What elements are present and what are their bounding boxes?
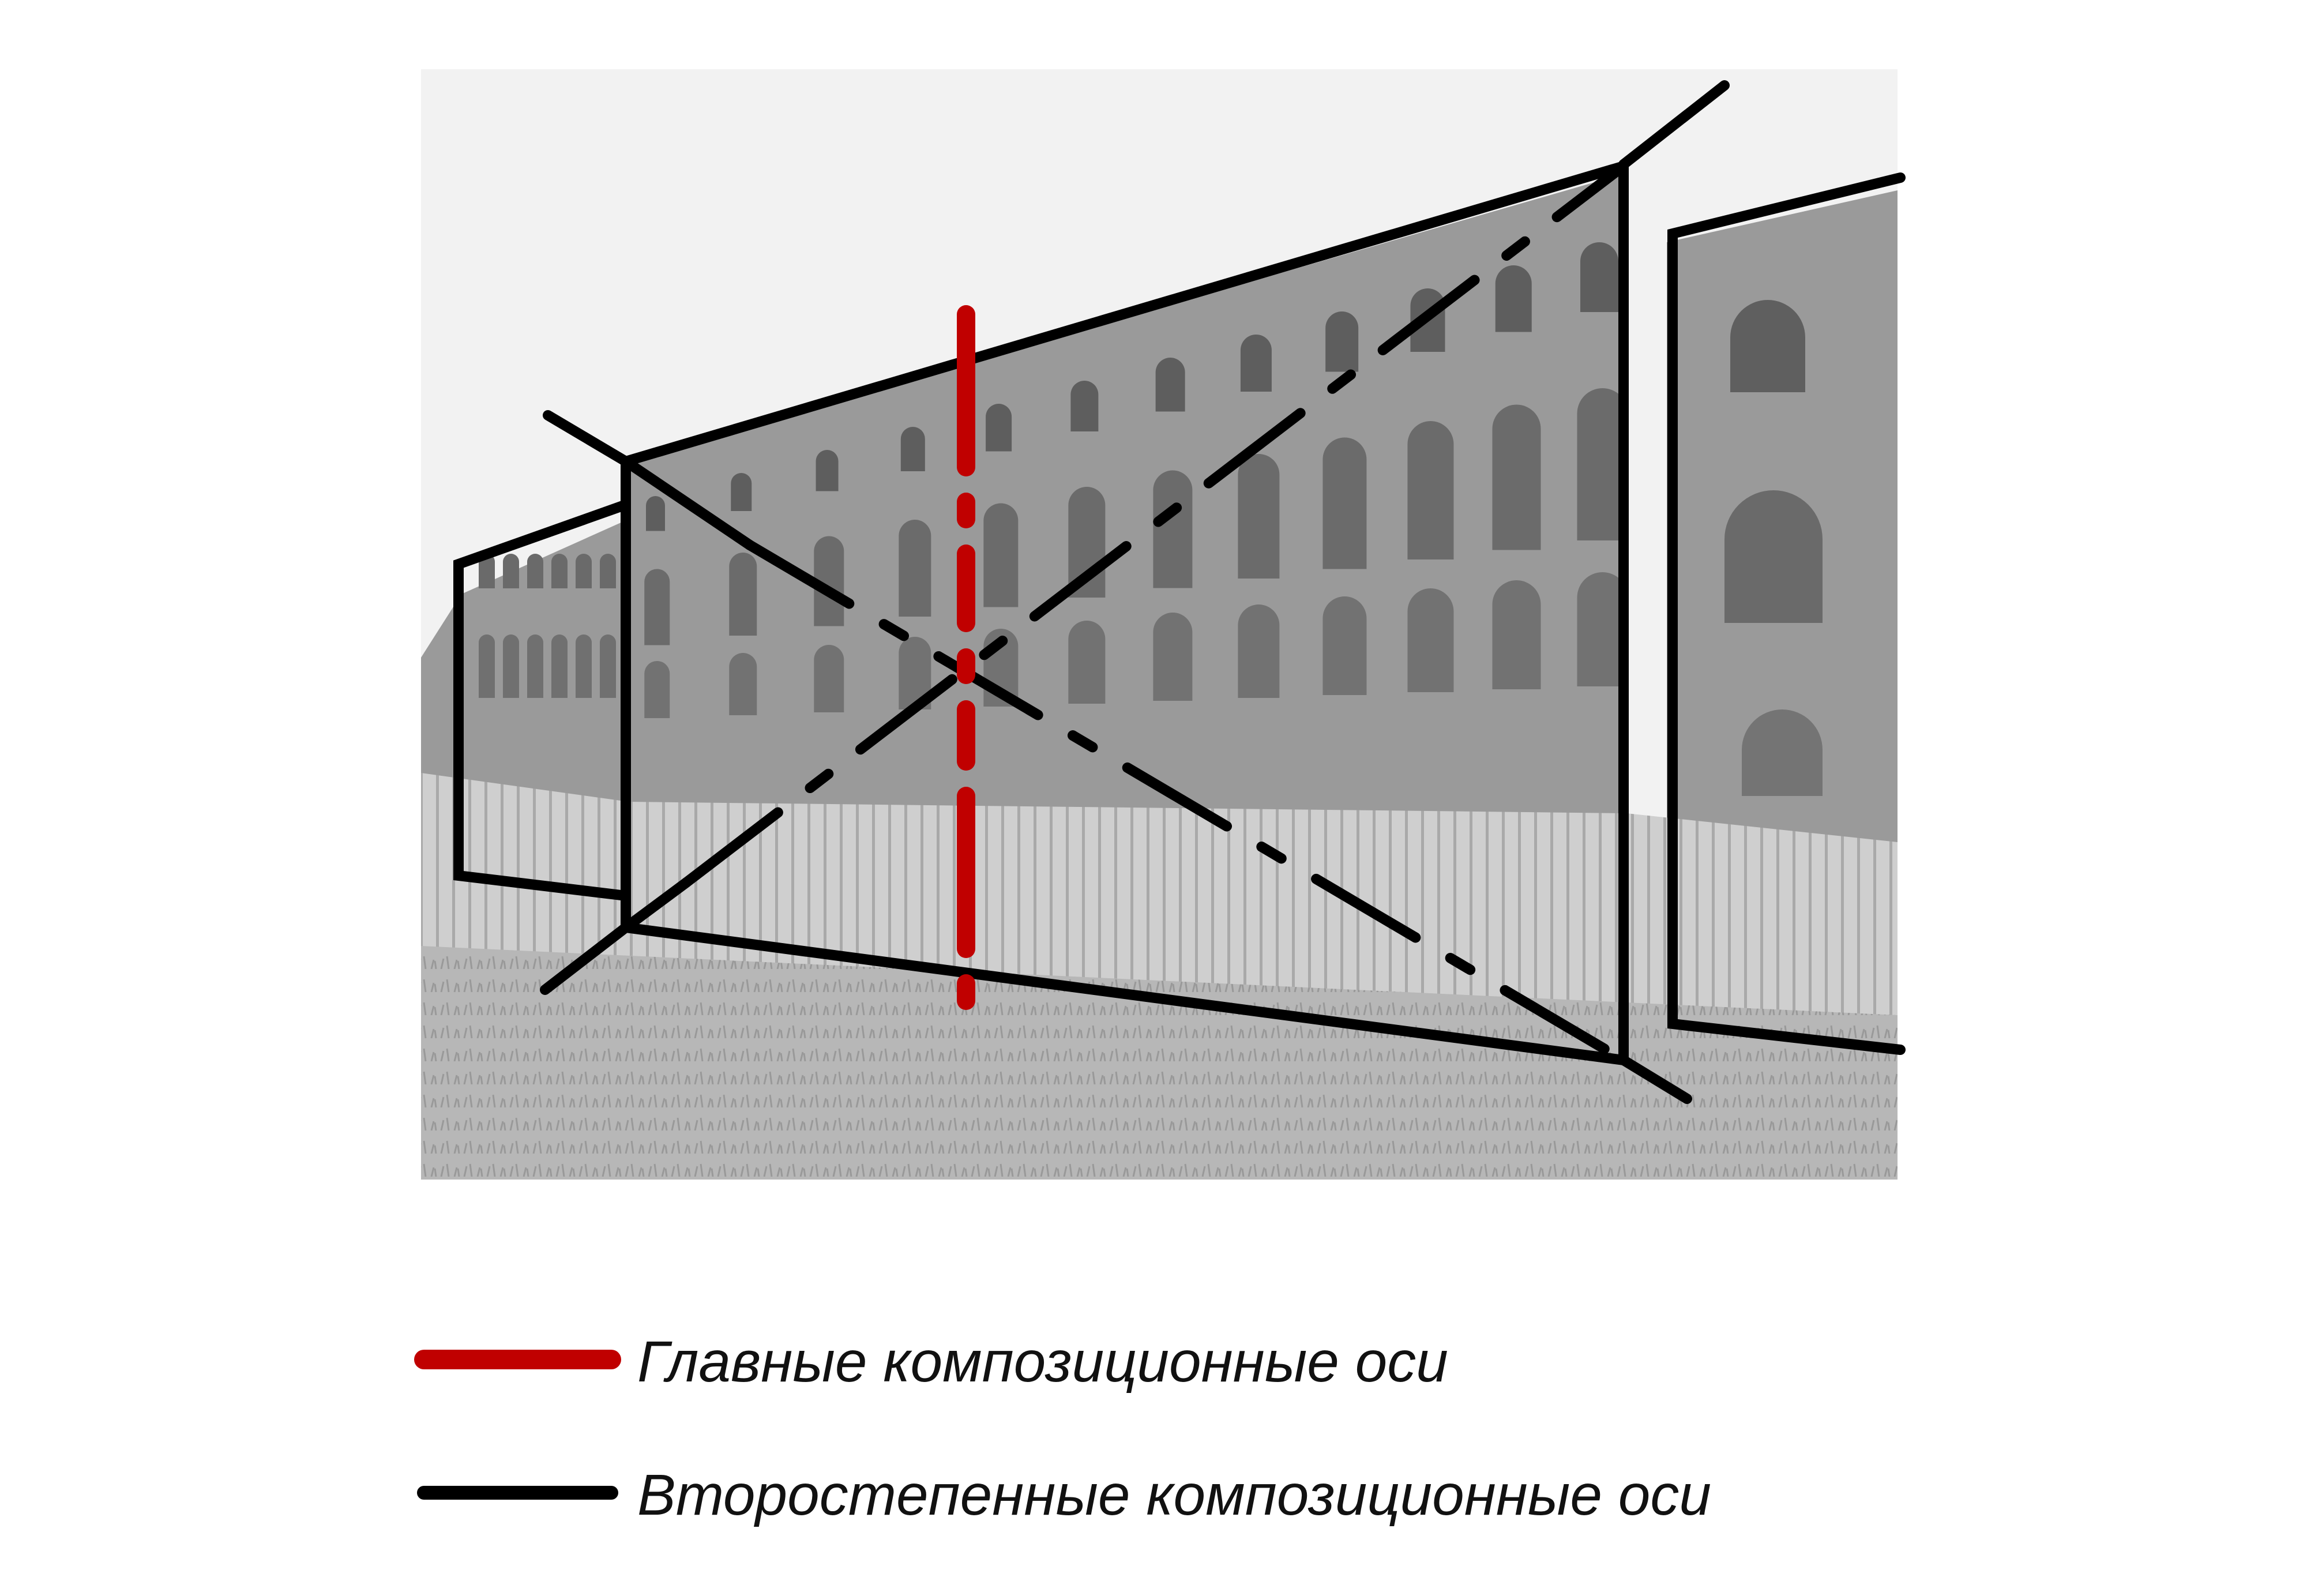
window-arch	[1070, 381, 1099, 431]
main-facade	[629, 173, 1626, 848]
window-arch	[1492, 404, 1541, 550]
diagonal-top-left	[543, 410, 631, 467]
window-arch	[899, 637, 931, 709]
window-arch	[1322, 437, 1367, 569]
window-arch	[1577, 572, 1628, 686]
window-arch	[1238, 454, 1280, 579]
diagonal-dashed-a	[745, 540, 1629, 1065]
window-arch	[1153, 470, 1193, 588]
window-arch	[576, 554, 592, 588]
diagonal-bottom-left	[540, 922, 631, 995]
window-arch	[1492, 580, 1541, 689]
window-arch	[1155, 357, 1185, 412]
window-arch	[1238, 604, 1280, 698]
window-arch	[986, 404, 1012, 452]
secondary-axes-group	[453, 80, 1906, 1104]
window-arch	[644, 661, 670, 718]
diagonal-bottom-right	[1618, 1055, 1692, 1104]
window-arch	[527, 634, 543, 698]
window-arch	[731, 473, 752, 511]
diagonal-solid-a	[621, 456, 755, 550]
window-arch	[1322, 596, 1367, 695]
arched-windows-group	[479, 242, 1823, 796]
window-arch	[729, 553, 757, 636]
window-arch	[1495, 265, 1532, 332]
window-arch	[503, 634, 519, 698]
diagonal-solid-b	[621, 877, 692, 933]
window-arch	[503, 554, 519, 588]
window-arch	[600, 634, 616, 698]
window-arch	[527, 554, 543, 588]
window-arch	[1407, 421, 1454, 559]
window-arch	[551, 634, 568, 698]
window-arch	[1325, 311, 1359, 372]
diagonal-dashed-b	[681, 161, 1629, 888]
legend-secondary-label: Второстепенные композиционные оси	[637, 1463, 1711, 1527]
window-arch	[900, 427, 925, 471]
window-arch	[1730, 300, 1805, 392]
window-arch	[1742, 709, 1823, 796]
window-arch	[644, 569, 670, 645]
window-arch	[1577, 388, 1628, 540]
window-arch	[646, 496, 665, 531]
right-wing-frame	[1667, 172, 1906, 1055]
legend-primary-label: Главные композиционные оси	[637, 1330, 1448, 1394]
window-arch	[1407, 588, 1454, 692]
window-arch	[479, 634, 495, 698]
window-arch	[1068, 621, 1106, 704]
window-arch	[479, 554, 495, 588]
window-arch	[816, 450, 839, 491]
window-arch	[983, 503, 1019, 607]
diagonal-top-right	[1618, 80, 1730, 170]
window-arch	[729, 653, 757, 715]
window-arch	[576, 634, 592, 698]
window-arch	[1153, 613, 1193, 701]
window-arch	[1240, 335, 1272, 392]
building-photo	[421, 69, 1898, 1180]
window-arch	[551, 554, 568, 588]
window-arch	[814, 536, 844, 626]
window-arch	[1580, 242, 1618, 312]
window-arch	[814, 645, 844, 712]
left-wing-frame	[453, 500, 631, 901]
legend: Главные композиционные оси Второстепенны…	[414, 1330, 1711, 1527]
window-arch	[600, 554, 616, 588]
window-arch	[1724, 490, 1823, 623]
window-arch	[899, 520, 931, 617]
